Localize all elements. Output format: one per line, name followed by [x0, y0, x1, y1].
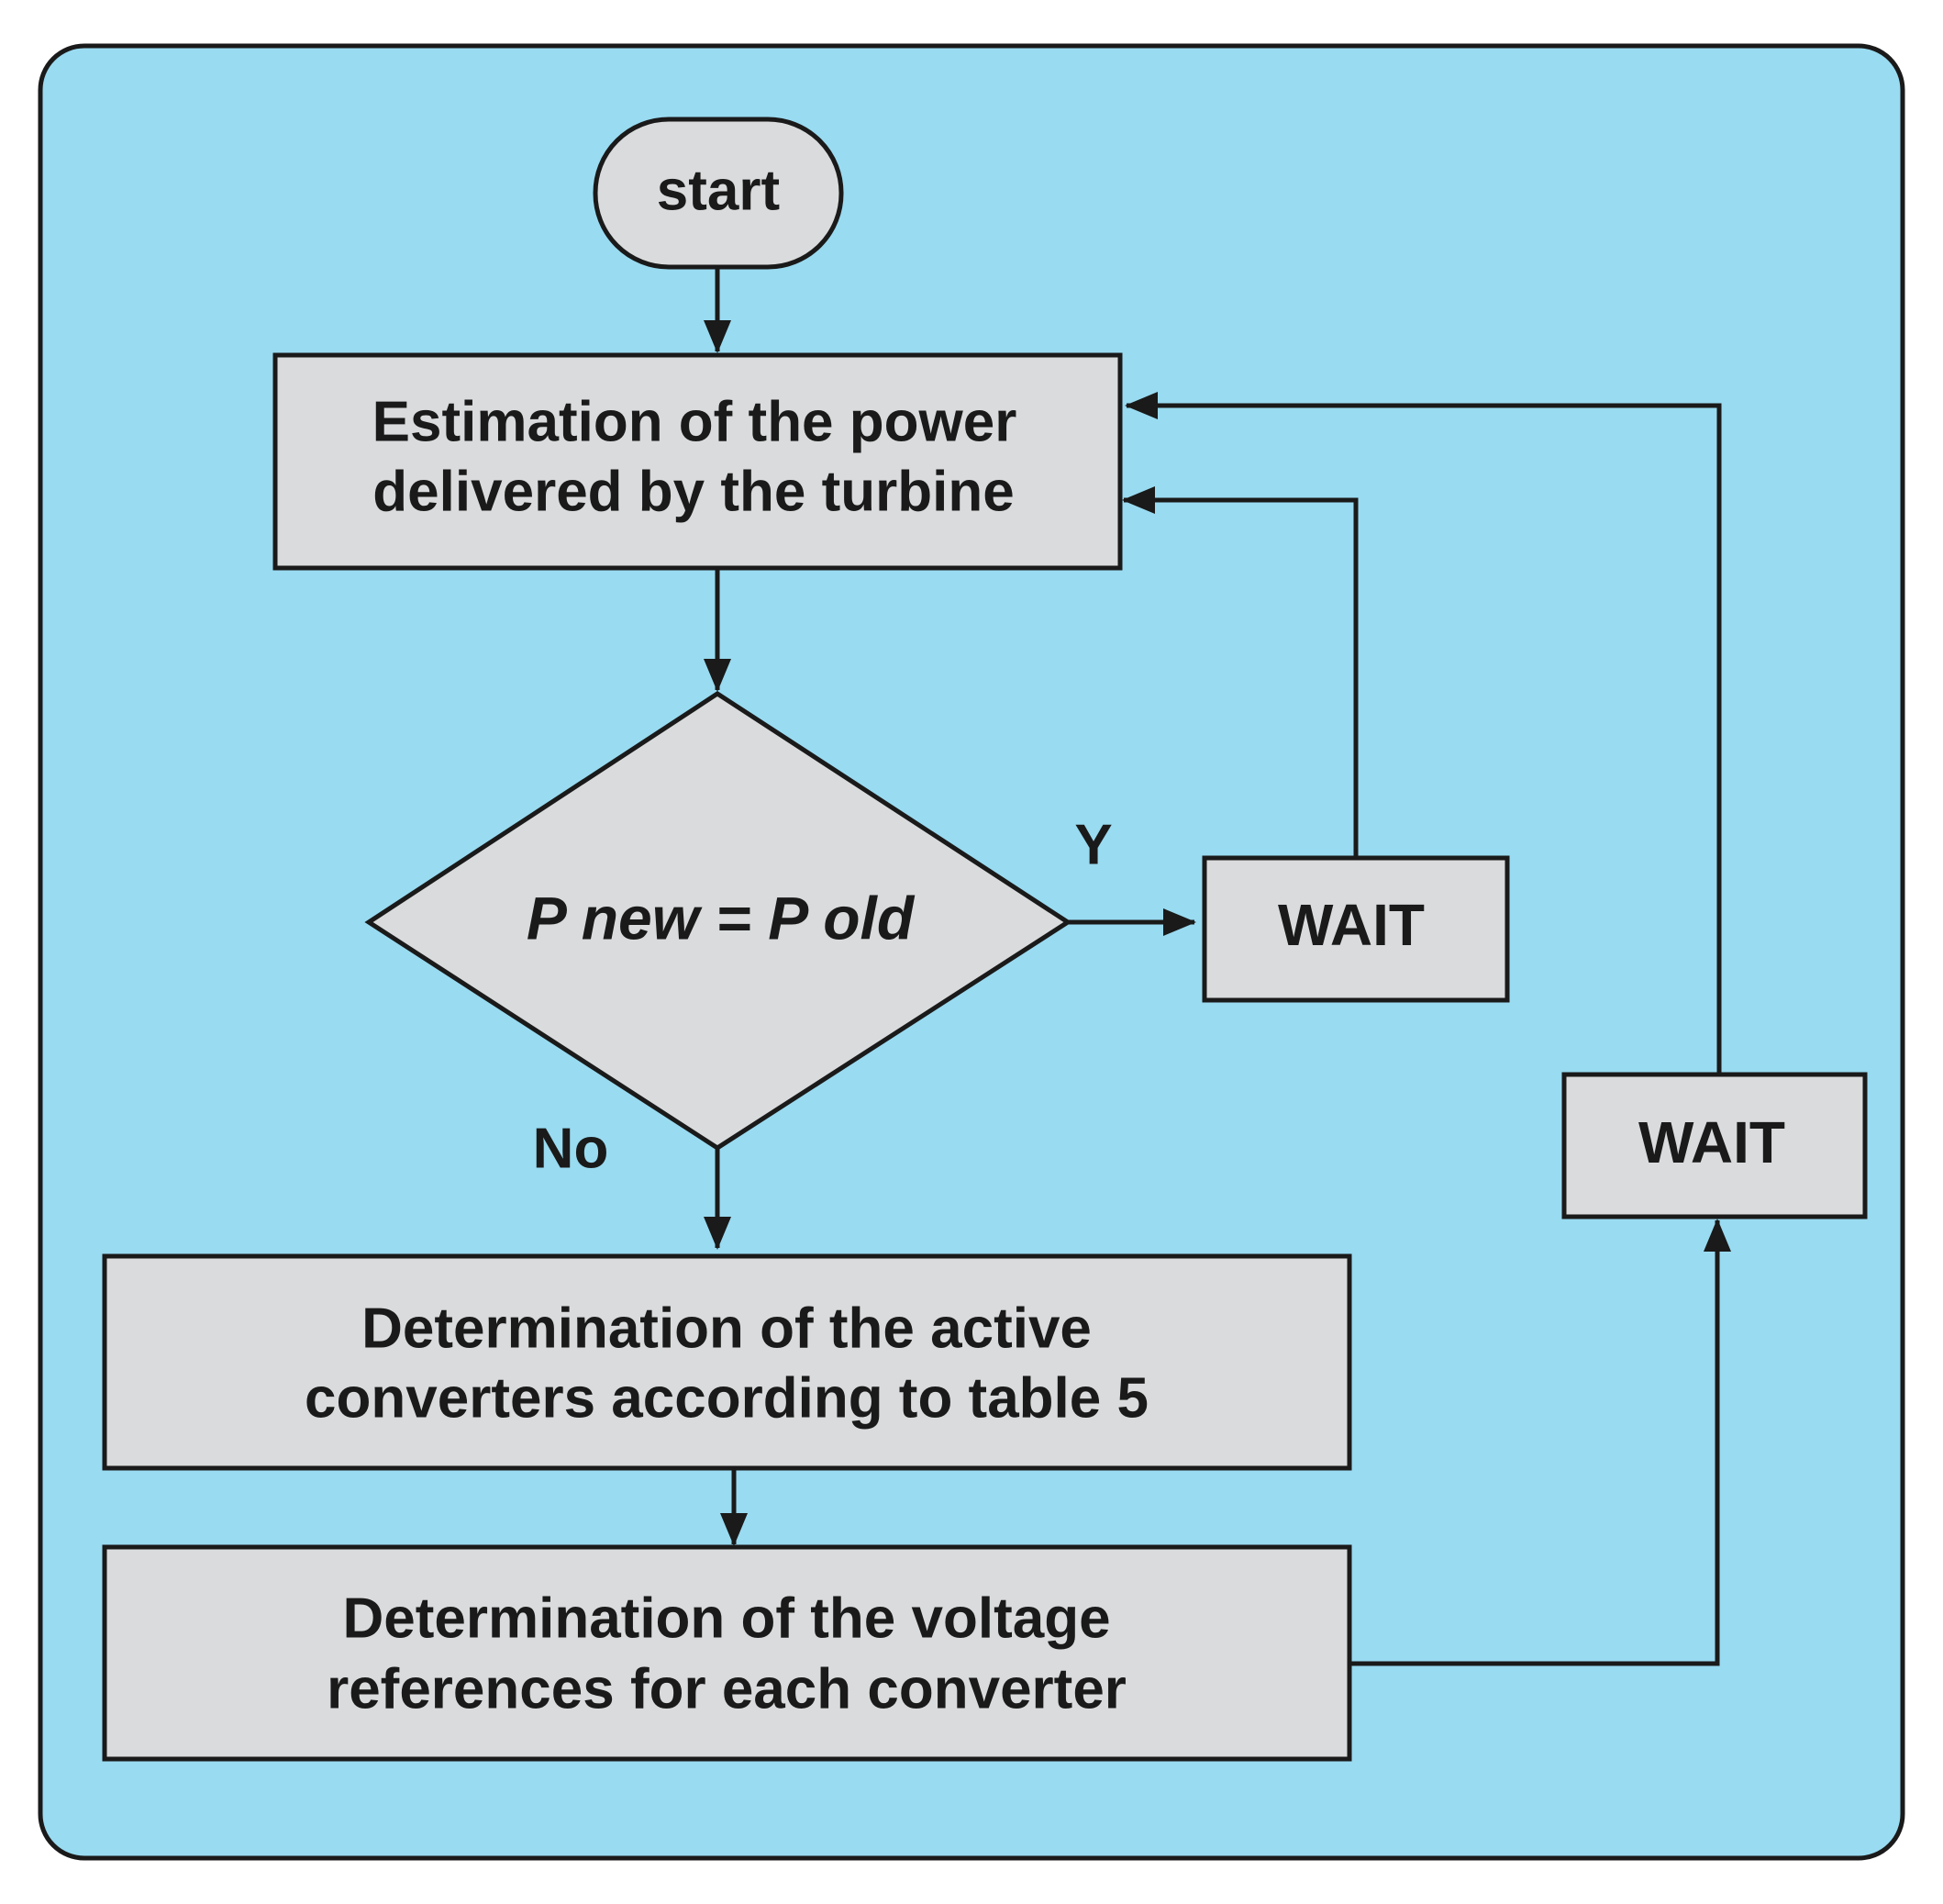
estimation-label-line1: Estimation of the power: [372, 390, 1017, 453]
no-label: No: [533, 1117, 609, 1180]
wait-label-2: WAIT: [1638, 1109, 1785, 1175]
active-converters-label-line1: Determination of the active: [361, 1297, 1092, 1360]
voltage-references-label-line1: Determination of the voltage: [342, 1587, 1110, 1650]
active-converters-label-line2: converters according to table 5: [305, 1366, 1149, 1430]
start-shape: [593, 117, 844, 270]
wait-box-2: [1561, 1072, 1868, 1219]
decision-diamond: [364, 691, 1072, 1151]
wait-box-1: [1202, 855, 1510, 1003]
estimation-box: [272, 352, 1123, 571]
voltage-references-label-line2: references for each converter: [327, 1657, 1127, 1720]
arrow-voltage-to-wait2: [1349, 1219, 1731, 1666]
wait-label-1: WAIT: [1278, 892, 1425, 958]
arrow-wait-to-estimation: [1122, 486, 1359, 858]
arrow-wait2-to-estimation: [1125, 392, 1722, 1074]
estimation-node: Estimation of the power delivered by the…: [272, 352, 1123, 571]
wait-node-1: WAIT: [1202, 855, 1510, 1003]
start-label: start: [657, 159, 780, 222]
wait-node-2: WAIT: [1561, 1072, 1868, 1219]
start-node: start: [593, 117, 844, 270]
yes-label: Y: [1074, 813, 1112, 876]
estimation-label-line2: delivered by the turbine: [372, 460, 1014, 523]
active-converters-node: Determination of the active converters a…: [102, 1253, 1352, 1471]
voltage-references-box: [102, 1544, 1352, 1762]
connectors: [704, 268, 1731, 1666]
voltage-references-node: Determination of the voltage references …: [102, 1544, 1352, 1762]
decision-label: P new = P old: [527, 884, 916, 952]
decision-node: P new = P old: [364, 691, 1072, 1151]
active-converters-box: [102, 1253, 1352, 1471]
